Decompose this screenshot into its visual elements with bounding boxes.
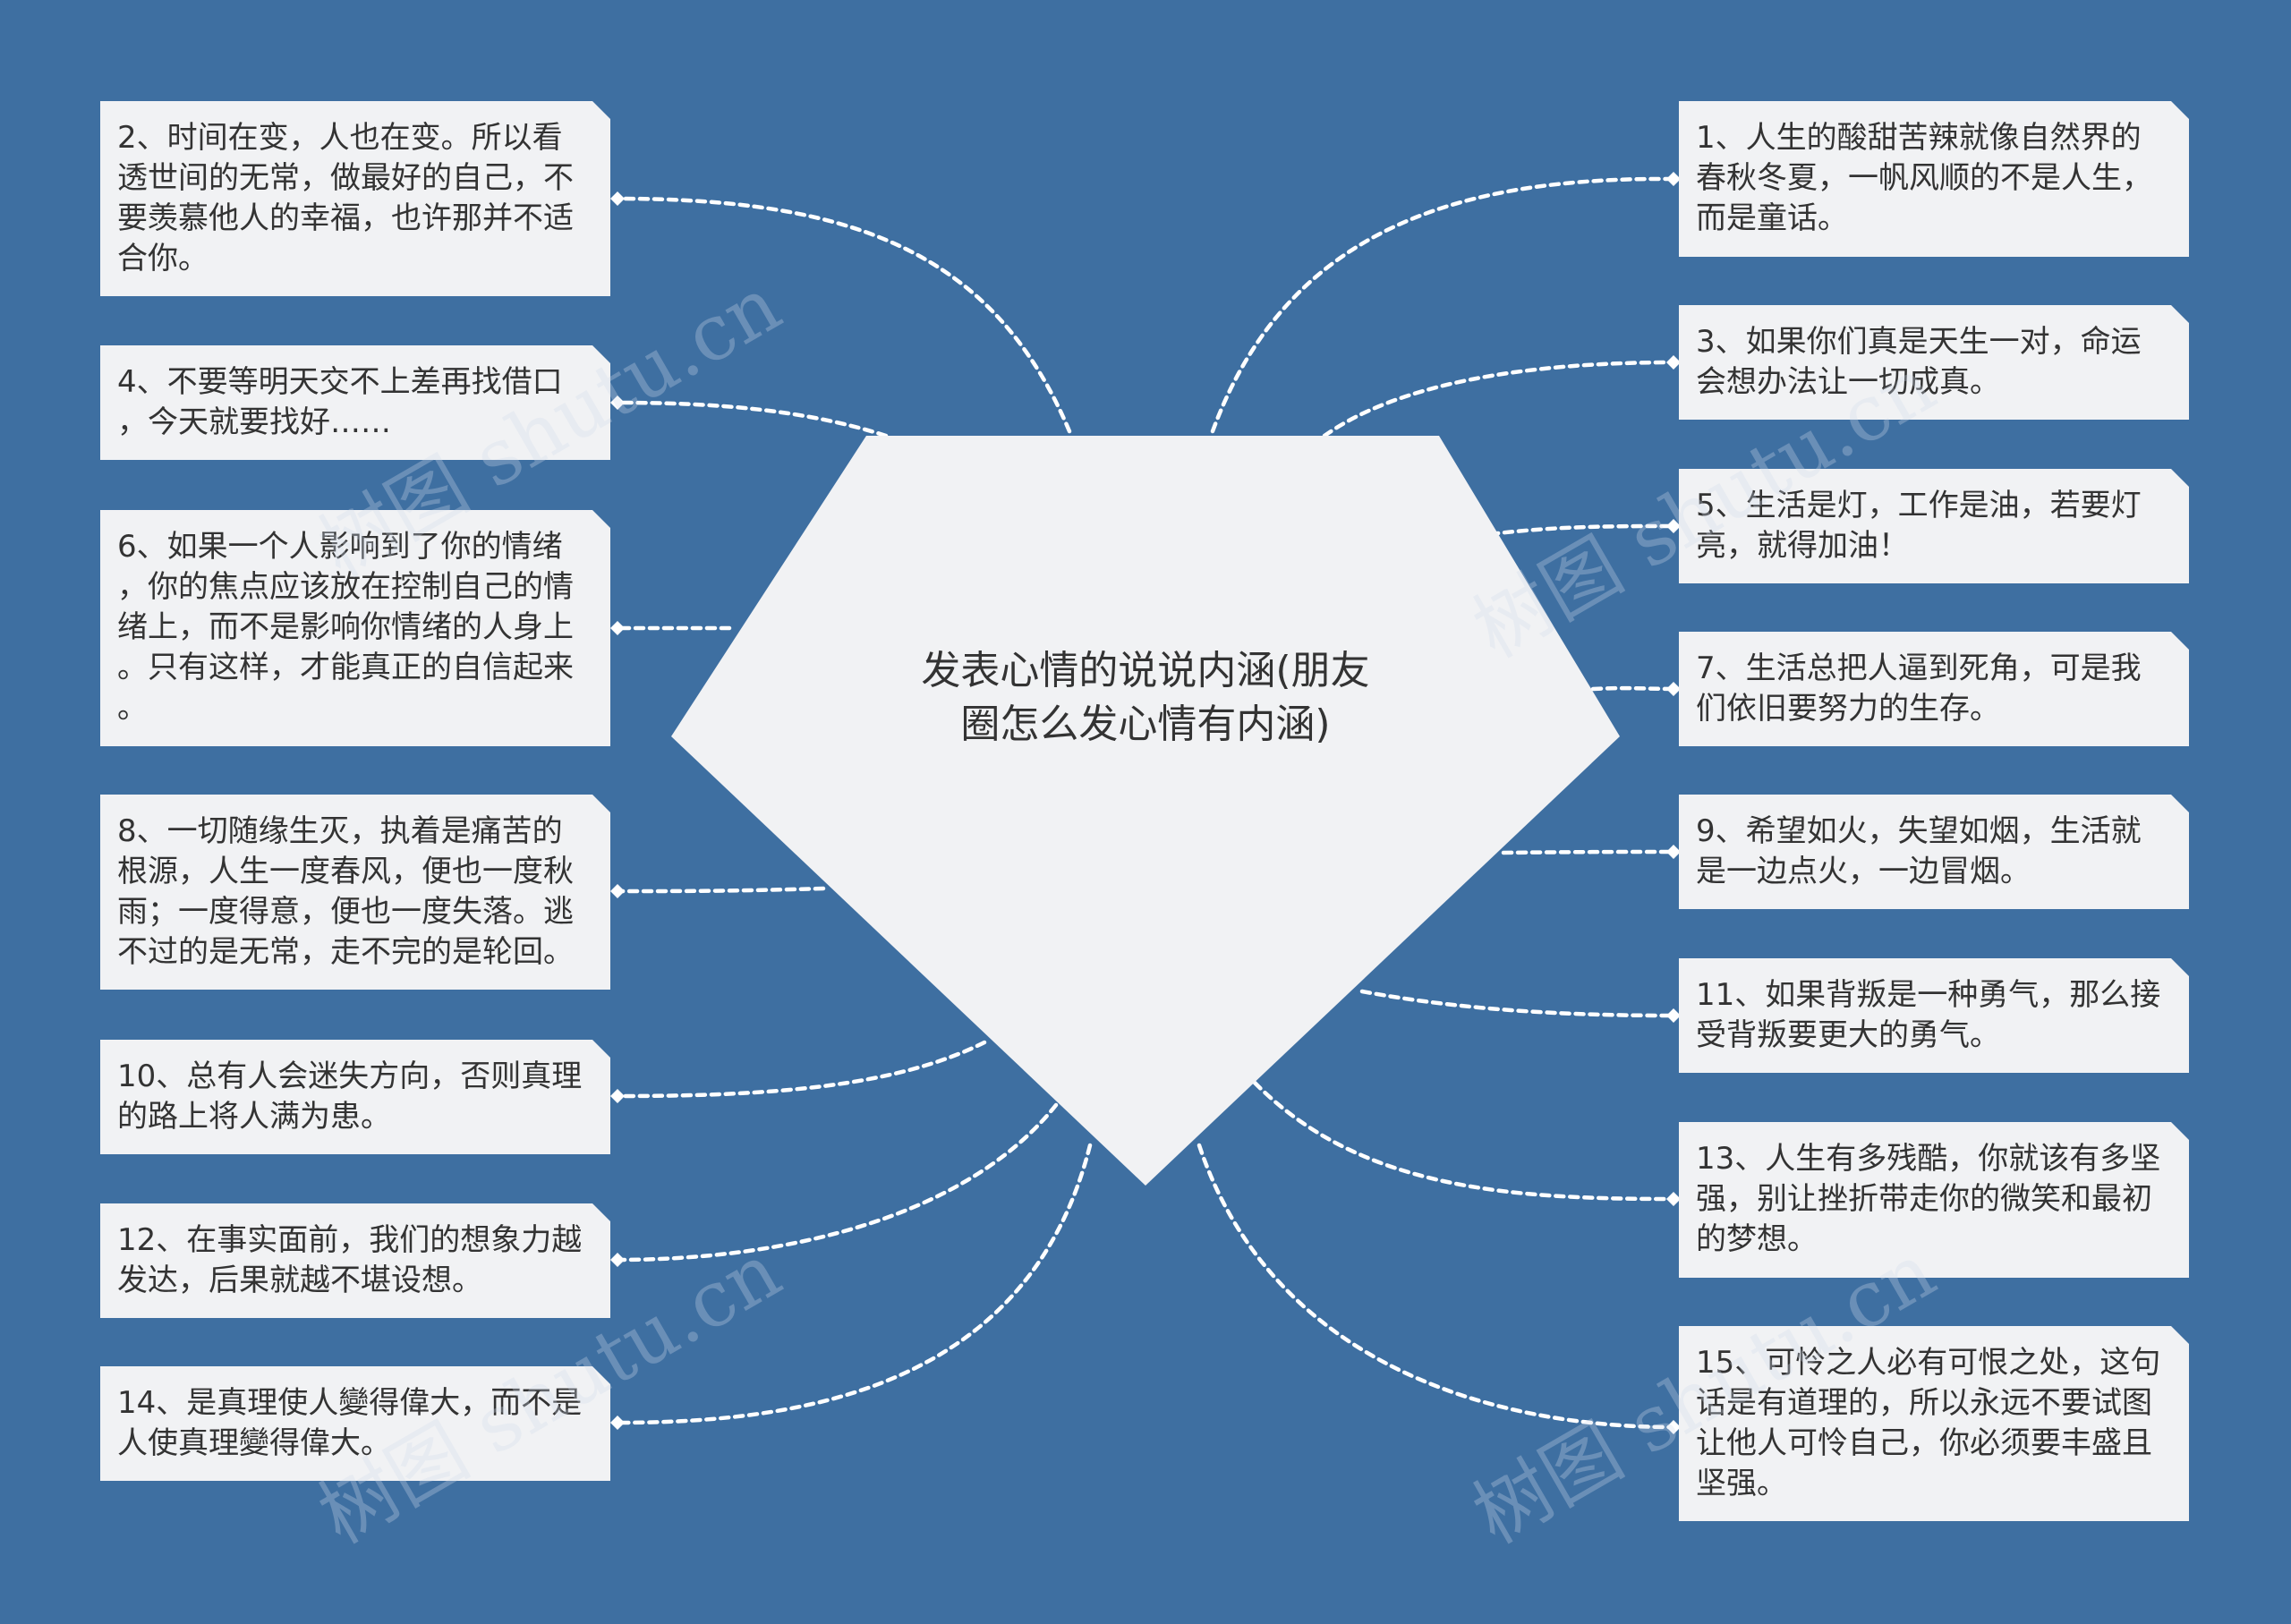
- topic-node-15[interactable]: 15、可怜之人必有可恨之处，这句 话是有道理的，所以永远不要试图 让他人可怜自己…: [1679, 1326, 2189, 1521]
- connector-end-diamond: [610, 1253, 625, 1267]
- topic-node-10[interactable]: 10、总有人会迷失方向，否则真理 的路上将人满为患。: [100, 1040, 610, 1154]
- connector-end-diamond: [1666, 1192, 1681, 1206]
- connector-n2: [615, 196, 1072, 434]
- connector-end-diamond: [610, 1089, 625, 1103]
- connector-end-diamond: [610, 1416, 625, 1430]
- connector-end-diamond: [610, 395, 625, 410]
- connector-end-diamond: [610, 884, 625, 898]
- connector-n1: [1210, 176, 1676, 434]
- connector-end-diamond: [1666, 1008, 1681, 1023]
- connector-n5: [1487, 523, 1676, 537]
- connector-end-diamond: [1666, 682, 1681, 696]
- connector-end-diamond: [1666, 172, 1681, 186]
- connector-n8: [615, 886, 826, 894]
- topic-node-2[interactable]: 2、时间在变，人也在变。所以看 透世间的无常，做最好的自己，不 要羡慕他人的幸福…: [100, 101, 610, 296]
- topic-node-5[interactable]: 5、生活是灯，工作是油，若要灯 亮，就得加油！: [1679, 469, 2189, 583]
- connector-end-diamond: [1666, 1420, 1681, 1434]
- topic-node-11[interactable]: 11、如果背叛是一种勇气，那么接 受背叛要更大的勇气。: [1679, 958, 2189, 1073]
- connector-n4: [615, 400, 889, 438]
- topic-node-7[interactable]: 7、生活总把人逼到死角，可是我 们依旧要努力的生存。: [1679, 632, 2189, 746]
- center-title: 发表心情的说说内涵(朋友 圈怎么发心情有内涵): [921, 648, 1370, 747]
- connector-n9: [1501, 849, 1676, 855]
- topic-node-9[interactable]: 9、希望如火，失望如烟，生活就 是一边点火，一边冒烟。: [1679, 795, 2189, 909]
- connector-end-diamond: [1666, 845, 1681, 859]
- topic-node-13[interactable]: 13、人生有多残酷，你就该有多坚 强，别让挫折带走你的微笑和最初 的梦想。: [1679, 1122, 2189, 1278]
- connector-n15: [1197, 1143, 1676, 1430]
- connector-n12: [615, 1102, 1059, 1263]
- topic-node-1[interactable]: 1、人生的酸甜苦辣就像自然界的 春秋冬夏，一帆风顺的不是人生， 而是童话。: [1679, 101, 2189, 257]
- topic-node-3[interactable]: 3、如果你们真是天生一对，命运 会想办法让一切成真。: [1679, 305, 2189, 420]
- connector-n10: [615, 1040, 987, 1099]
- connector-end-diamond: [1666, 519, 1681, 533]
- connector-end-diamond: [1666, 355, 1681, 370]
- topic-node-4[interactable]: 4、不要等明天交不上差再找借口 ，今天就要找好……: [100, 345, 610, 460]
- connector-end-diamond: [610, 621, 625, 635]
- connector-n14: [615, 1143, 1093, 1425]
- connector-n13: [1252, 1080, 1676, 1202]
- connector-n7: [1590, 685, 1676, 692]
- topic-node-8[interactable]: 8、一切随缘生灭，执着是痛苦的 根源，人生一度春风，便也一度秋 雨；一度得意，便…: [100, 795, 610, 990]
- topic-node-12[interactable]: 12、在事实面前，我们的想象力越 发达，后果就越不堪设想。: [100, 1203, 610, 1318]
- topic-node-6[interactable]: 6、如果一个人影响到了你的情绪 ，你的焦点应该放在控制自己的情 绪上，而不是影响…: [100, 510, 610, 746]
- topic-node-14[interactable]: 14、是真理使人變得偉大，而不是 人使真理變得偉大。: [100, 1366, 610, 1481]
- connector-n3: [1322, 360, 1676, 438]
- connector-end-diamond: [610, 191, 625, 206]
- connector-n11: [1359, 989, 1676, 1018]
